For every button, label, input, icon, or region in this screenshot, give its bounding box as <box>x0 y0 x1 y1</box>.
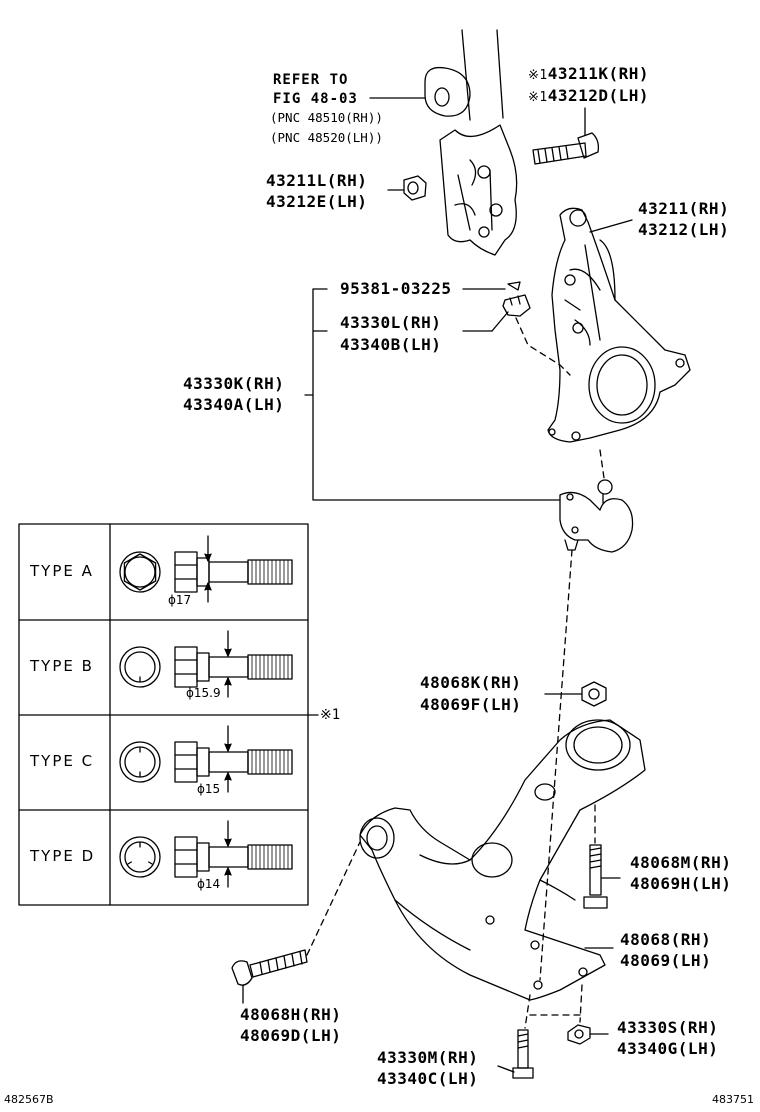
refer-line2: FIG 48-03 <box>273 91 358 107</box>
label-48068k: 48068K(RH) <box>420 673 522 692</box>
label-43211k: ※143211K(RH) <box>528 64 649 86</box>
type-a-diameter: ϕ17 <box>168 593 192 607</box>
label-48069h: 48069H(LH) <box>630 874 732 893</box>
footer-right-code: 483751 <box>712 1093 754 1106</box>
nut-43330s-drawing <box>567 1024 591 1045</box>
bolt-43330m-drawing <box>512 1029 534 1079</box>
type-row-drawings <box>119 535 293 888</box>
type-a-bolt-drawing <box>119 535 293 603</box>
type-d-bolt-drawing <box>119 820 293 888</box>
refer-pnc-lh: (PNC 48520(LH)) <box>270 130 383 145</box>
mark-symbol: ※1 <box>528 68 548 83</box>
type-d-diameter: ϕ14 <box>197 877 221 891</box>
label-48069d: 48069D(LH) <box>240 1026 342 1045</box>
label-95381: 95381-03225 <box>340 279 452 298</box>
type-b-diameter: ϕ15.9 <box>186 686 221 700</box>
ball-joint-drawing <box>559 479 634 553</box>
label-43340c: 43340C(LH) <box>377 1069 479 1088</box>
label-43340b: 43340B(LH) <box>340 335 442 354</box>
nut-48068k-drawing <box>581 681 607 707</box>
bolt-43211k-drawing <box>532 107 600 165</box>
label-43340a: 43340A(LH) <box>183 395 285 414</box>
label-48068h: 48068H(RH) <box>240 1005 342 1024</box>
footer-left-code: 482567B <box>4 1093 54 1106</box>
bolt-48068h-drawing <box>231 949 308 986</box>
refer-line1: REFER TO <box>273 72 349 88</box>
label-43340g: 43340G(LH) <box>617 1039 719 1058</box>
label-43211l: 43211L(RH) <box>266 171 368 190</box>
refer-pnc-rh: (PNC 48510(RH)) <box>270 110 383 125</box>
part-number-lh: 43212D(LH) <box>547 86 650 105</box>
label-43330k: 43330K(RH) <box>183 374 285 393</box>
label-43330l: 43330L(RH) <box>340 313 442 332</box>
strut-drawing <box>424 29 518 256</box>
knuckle-drawing <box>547 207 691 443</box>
label-48068m: 48068M(RH) <box>630 853 732 872</box>
control-arm-drawing <box>359 719 646 1001</box>
label-43212d: ※143212D(LH) <box>528 86 649 108</box>
label-48069f: 48069F(LH) <box>420 695 522 714</box>
nut-43211l-drawing <box>387 175 427 201</box>
type-table <box>18 523 309 906</box>
label-43211: 43211(RH) <box>638 199 730 218</box>
label-43212: 43212(LH) <box>638 220 730 239</box>
mark-1-table: ※1 <box>320 707 341 723</box>
label-43212e: 43212E(LH) <box>266 192 368 211</box>
label-43330m: 43330M(RH) <box>377 1048 479 1067</box>
label-48068: 48068(RH) <box>620 930 712 949</box>
type-c-label: TYPE C <box>30 752 95 770</box>
type-b-label: TYPE B <box>30 657 94 675</box>
bolt-48068m-drawing <box>583 844 608 909</box>
label-48069: 48069(LH) <box>620 951 712 970</box>
type-d-label: TYPE D <box>30 847 96 865</box>
type-c-diameter: ϕ15 <box>197 782 221 796</box>
part-number-rh: 43211K(RH) <box>547 64 650 83</box>
label-43330s: 43330S(RH) <box>617 1018 719 1037</box>
castle-nut-drawing <box>502 281 531 317</box>
type-b-bolt-drawing <box>119 630 293 698</box>
mark-symbol: ※1 <box>528 90 548 105</box>
type-c-bolt-drawing <box>119 725 293 793</box>
type-a-label: TYPE A <box>30 562 94 580</box>
